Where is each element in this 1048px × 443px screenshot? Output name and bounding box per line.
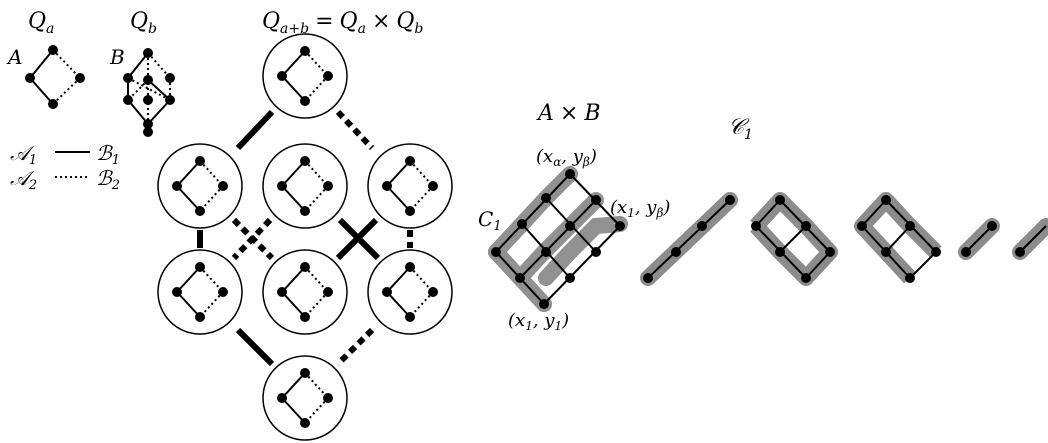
point-bottom-label: (x1, y1) [508,310,569,333]
node [143,127,153,137]
node [25,73,35,83]
node [143,75,153,85]
circle-top [262,33,348,119]
node [165,73,175,83]
poset-a [25,45,85,109]
node [143,119,153,129]
node [143,95,153,105]
qb-title: Qb [130,9,157,37]
legend-a2: 𝒜2 [10,166,37,193]
legend-b1: ℬ1 [96,141,120,168]
chain-piece-3 [854,192,942,284]
chain-piece-5 [1012,218,1048,260]
axb-grid [488,166,628,312]
cal-c1-title: 𝒞1 [728,115,753,143]
product-edges [197,109,413,367]
qa-title: Qa [28,9,54,37]
a-label: A [6,45,22,69]
circle-bottom [262,355,348,441]
axb-title: A×B [536,101,601,126]
node [143,48,153,58]
legend-a1: 𝒜1 [10,141,37,168]
circle-row3-right [367,249,453,335]
node [165,95,175,105]
node [75,73,85,83]
point-right-label: (x1, yβ) [610,197,670,220]
qab-title: Qa+b=Qa×Qb [262,9,423,37]
circle-row3-mid [262,249,348,335]
circle-row2-mid [262,143,348,229]
chain-piece-4 [958,218,1000,260]
node [123,95,133,105]
node [123,73,133,83]
chain-piece-1 [640,192,738,286]
circle-row3-left [157,249,243,335]
circle-row2-left [157,143,243,229]
point-top-label: (xα, yβ) [536,146,597,169]
node [48,45,58,55]
b-label: B [109,45,125,69]
legend-b2: ℬ2 [96,166,120,193]
chain-piece-2 [750,192,838,286]
legend: 𝒜1 ℬ1 𝒜2 ℬ2 [10,141,120,193]
c1-label: C1 [478,207,502,234]
poset-b [123,48,175,137]
node [48,99,58,109]
circle-row2-right [367,143,453,229]
